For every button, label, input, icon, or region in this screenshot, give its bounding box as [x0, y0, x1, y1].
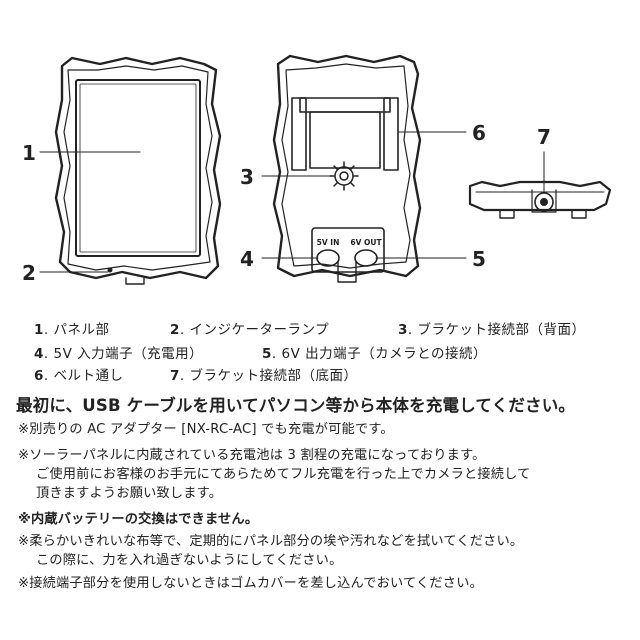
back-view	[272, 54, 422, 283]
callout-4: 4	[240, 247, 254, 271]
note-ac-adapter: ※別売りの AC アダプター [NX-RC-AC] でも充電が可能です。	[18, 422, 394, 437]
port-5v-in	[316, 249, 340, 267]
note-battery-not-replaceable: ※内蔵バッテリーの交換はできません。	[18, 512, 259, 527]
belt-loop-left	[291, 97, 307, 171]
panel	[75, 79, 201, 257]
legend-item-3: 3. ブラケット接続部（背面）	[398, 322, 586, 338]
legend-item-2: 2. インジケーターランプ	[170, 322, 330, 338]
callout-1: 1	[22, 141, 36, 165]
callout-7: 7	[537, 125, 551, 149]
leader-lines	[39, 131, 545, 273]
port-housing	[311, 227, 385, 273]
note-initial-charge: ※ソーラーパネルに内蔵されている充電池は 3 割程の充電になっております。 ご使…	[18, 448, 531, 501]
indicator-lamp	[107, 267, 113, 273]
charge-headline: 最初に、USB ケーブルを用いてパソコン等から本体を充電してください。	[16, 396, 576, 415]
callout-5: 5	[472, 247, 486, 271]
legend-item-5: 5. 6V 出力端子（カメラとの接続）	[262, 346, 487, 362]
legend-item-7: 7. ブラケット接続部（底面）	[170, 368, 358, 384]
belt-strap	[299, 97, 391, 113]
callout-6: 6	[472, 121, 486, 145]
product-diagram: 5V IN 6V OUT 1 2 3 4 5 6 7	[22, 54, 612, 285]
back-outer-frame	[272, 54, 422, 278]
panel-inner-edge	[79, 83, 197, 253]
front-frame-inner-edge	[63, 65, 213, 271]
legend-item-6: 6. ベルト通し	[34, 368, 124, 384]
port-label-5v-in: 5V IN	[317, 238, 340, 247]
note-cleaning: ※柔らかいきれいな布等で、定期的にパネル部分の埃や汚れなどを拭いてください。 こ…	[18, 534, 524, 568]
callout-3: 3	[240, 165, 254, 189]
port-6v-out	[354, 249, 378, 267]
bottom-body	[468, 180, 612, 212]
back-window	[309, 111, 381, 169]
front-view	[54, 56, 222, 285]
legend-item-4: 4. 5V 入力端子（充電用）	[34, 346, 204, 362]
bracket-connector-back	[329, 161, 359, 191]
belt-loop-right	[383, 97, 399, 171]
bottom-feet	[499, 209, 587, 219]
front-bottom-tab	[125, 277, 145, 285]
back-frame-inner-edge	[281, 63, 411, 269]
note-rubber-cover: ※接続端子部分を使用しないときはゴムカバーを差し込んでおいてください。	[18, 576, 483, 591]
front-outer-frame	[54, 56, 222, 280]
callout-2: 2	[22, 261, 36, 285]
bottom-view	[468, 180, 612, 219]
port-label-6v-out: 6V OUT	[350, 238, 382, 247]
legend-item-1: 1. パネル部	[34, 322, 110, 338]
